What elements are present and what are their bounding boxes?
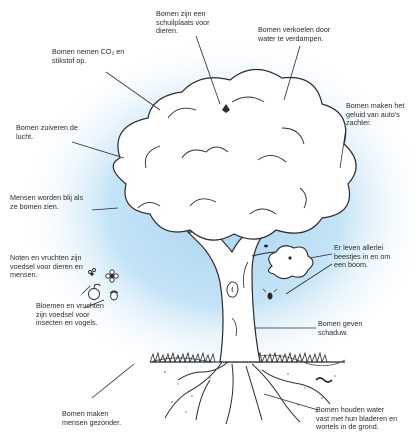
label-shelter: Bomen zijn een schuilplaats voor dieren. <box>156 9 210 36</box>
label-shade: Bomen geven schaduw. <box>318 319 363 337</box>
insects <box>262 244 278 300</box>
side-bush <box>267 245 314 280</box>
label-happy: Mensen worden blij als ze bomen zien. <box>10 193 84 211</box>
tree-canopy <box>112 68 357 241</box>
label-noise: Bomen maken het geluid van auto's zachte… <box>346 101 405 128</box>
label-cooling: Bomen verkoelen door water te verdampen. <box>258 25 331 43</box>
label-water: Bomen houden water vast met hun bladeren… <box>316 405 398 432</box>
tree-roots <box>164 361 331 425</box>
label-nuts: Noten en vruchten zijn voedsel voor dier… <box>10 253 83 280</box>
label-purify: Bomen zuiveren de lucht. <box>16 123 78 141</box>
nuts-and-fruits <box>88 268 119 301</box>
tree-trunk <box>186 231 279 363</box>
label-flowers: Bloemen en vruchten zijn voedsel voor in… <box>36 301 104 328</box>
label-insects: Er leven allerlei beestjes in en om een … <box>334 243 391 270</box>
label-co2: Bomen nemen CO₂ en stikstof op. <box>52 47 125 65</box>
leader-lines <box>71 35 347 411</box>
label-health: Bomen maken mensen gezonder. <box>62 409 122 427</box>
